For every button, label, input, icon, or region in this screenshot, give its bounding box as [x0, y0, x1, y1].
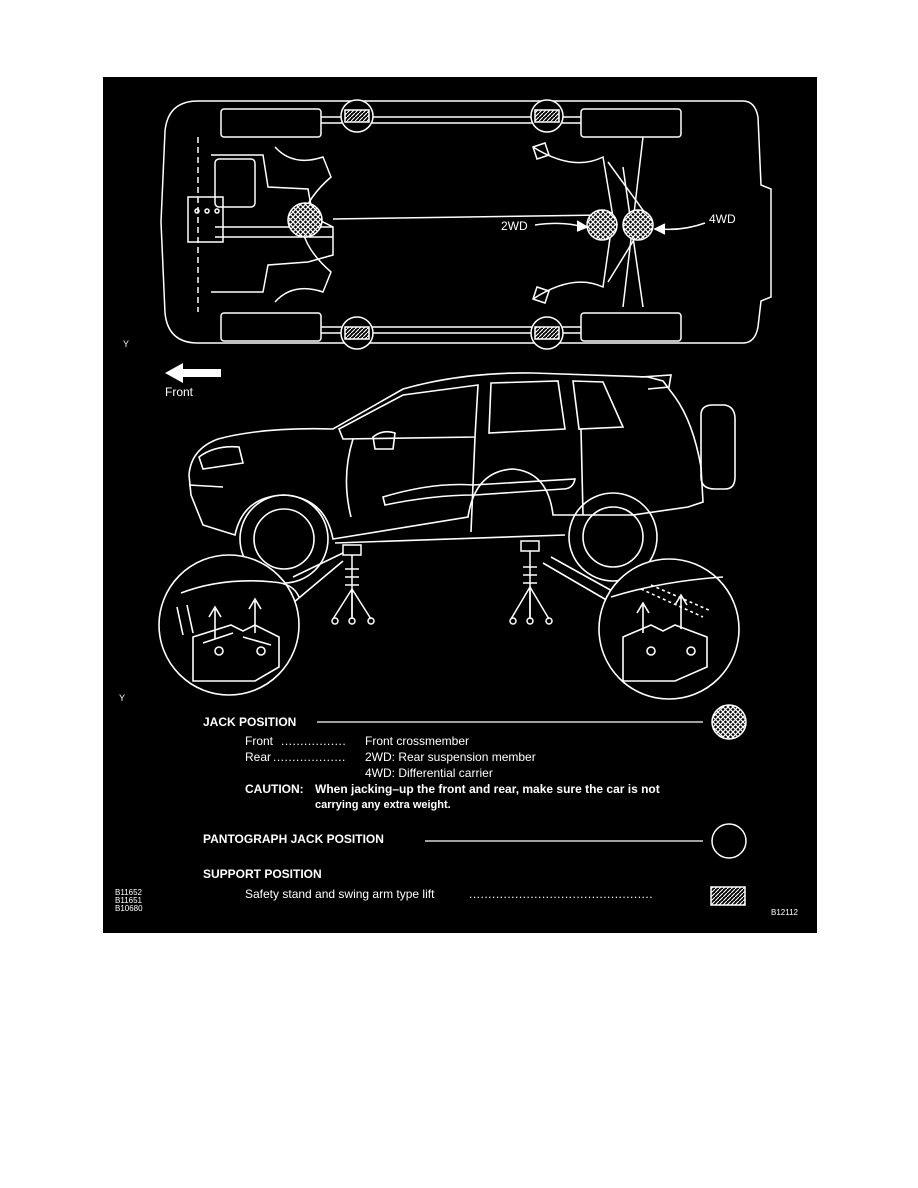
figure-code-right: B12112: [771, 908, 798, 917]
pantograph-jack-symbol: [711, 823, 747, 859]
drive-type-arrows: [534, 220, 706, 235]
detail-magnifiers: [158, 552, 740, 700]
front-value: Front crossmember: [365, 734, 470, 748]
jack-position-symbol: [711, 704, 747, 740]
pantograph-heading: PANTOGRAPH JACK POSITION: [203, 832, 384, 846]
y-marker-top: Y: [123, 339, 130, 349]
support-item: Safety stand and swing arm type lift: [245, 887, 435, 901]
four-wd-label: 4WD: [709, 212, 736, 226]
front-label: Front: [245, 734, 274, 748]
front-arrow-label: Front: [165, 385, 194, 399]
legend-graphics: [317, 704, 747, 906]
rear-4wd-jack-point: [622, 209, 654, 241]
y-marker-bottom: Y: [119, 693, 126, 703]
figure-code-left-1: B11652: [115, 888, 142, 897]
figure-code-left-3: B10680: [115, 904, 143, 913]
rear-value-2wd: 2WD: Rear suspension member: [365, 750, 536, 764]
safety-stands: [331, 540, 553, 625]
support-position-symbol: [710, 886, 746, 906]
jack-position-diagram: 2WD 4WD Y Front Y JACK POSITION Front ..…: [102, 76, 818, 934]
caution-prefix: CAUTION:: [245, 782, 304, 796]
rear-2wd-jack-point: [586, 209, 618, 241]
jack-position-heading: JACK POSITION: [203, 715, 297, 729]
front-crossmember-jack-point: [287, 202, 323, 238]
two-wd-label: 2WD: [501, 219, 528, 233]
support-point-markers: [340, 99, 564, 350]
rear-leader-dots: ...................: [273, 750, 346, 764]
front-direction-arrow: [165, 363, 221, 383]
rear-label: Rear: [245, 750, 272, 764]
caution-line-1: When jacking–up the front and rear, make…: [315, 782, 660, 796]
jack-point-markers: [287, 202, 654, 241]
caution-line-2: carrying any extra weight.: [315, 799, 451, 811]
support-leader-dots: ........................................…: [469, 887, 654, 901]
vehicle-side-view: [188, 372, 736, 584]
figure-code-left-2: B11651: [115, 896, 142, 905]
rear-value-4wd: 4WD: Differential carrier: [365, 766, 493, 780]
front-leader-dots: .................: [281, 734, 347, 748]
support-heading: SUPPORT POSITION: [203, 867, 322, 881]
underbody-view: [160, 100, 772, 344]
diagram-artwork: [158, 99, 772, 906]
